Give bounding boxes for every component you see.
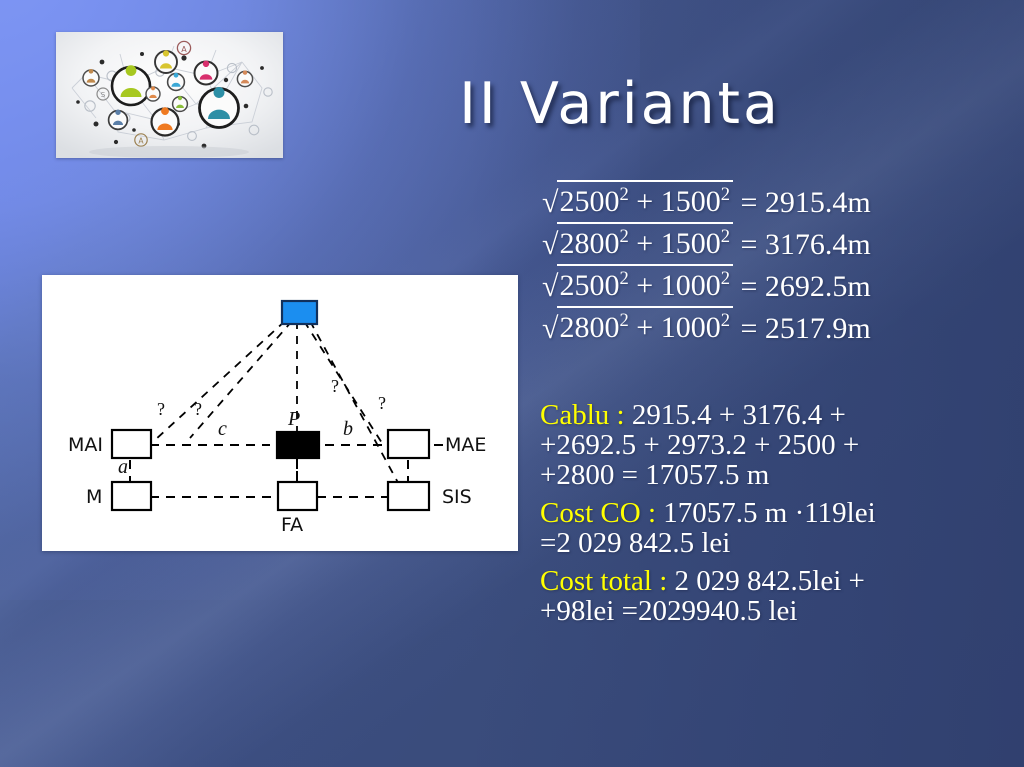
radical-sign: √ <box>542 312 559 345</box>
plus-sign: + <box>636 185 654 218</box>
cost-item-cost-co: Cost CO : 17057.5 m ·119lei =2 029 842.5… <box>540 498 1010 558</box>
svg-text:A: A <box>181 45 187 54</box>
radicand: 25002 + 10002 <box>557 264 733 306</box>
equation-result: 2517.9m <box>764 312 871 345</box>
unknown-label-1: ? <box>157 399 165 419</box>
equation-list: √25002 + 15002 = 2915.4m √28002 + 15002 … <box>540 180 1010 349</box>
cost-summary: Cablu : 2915.4 + 3176.4 + +2692.5 + 2973… <box>540 400 1010 634</box>
equals-sign: = <box>740 228 758 261</box>
node-label-m: M <box>86 486 102 508</box>
radicand-term-a: 2500 <box>559 185 620 218</box>
network-illustration-image: A A S <box>56 32 283 158</box>
equation-row: √25002 + 10002 = 2692.5m <box>540 264 1010 307</box>
plus-sign: + <box>636 311 654 344</box>
node-label-mae: MAE <box>445 434 486 456</box>
node-p <box>275 430 321 460</box>
radicand-term-b: 1500 <box>660 227 721 260</box>
cost-item-cost-total: Cost total : 2 029 842.5lei + +98lei =20… <box>540 566 1010 626</box>
node-mae <box>386 428 431 460</box>
network-topology-diagram: MAI P MAE M FA SIS a b c ? ? ? ? <box>42 275 518 551</box>
topology-graphic: MAI P MAE M FA SIS a b c ? ? ? ? <box>68 299 486 536</box>
node-label-fa: FA <box>281 514 303 536</box>
equation-row: √28002 + 10002 = 2517.9m <box>540 306 1010 349</box>
cost-label: Cost total : <box>540 565 668 597</box>
cost-value: 2 029 842.5lei + <box>674 565 865 597</box>
radical-sign: √ <box>542 228 559 261</box>
exponent: 2 <box>619 226 629 247</box>
exponent: 2 <box>720 310 730 331</box>
exponent: 2 <box>619 184 629 205</box>
radical-expression: √25002 + 15002 <box>540 180 733 223</box>
cost-label: Cablu : <box>540 399 625 431</box>
radicand-term-b: 1500 <box>660 185 721 218</box>
cost-item-cablu: Cablu : 2915.4 + 3176.4 + +2692.5 + 2973… <box>540 400 1010 490</box>
radicand-term-b: 1000 <box>660 269 721 302</box>
plus-sign: + <box>636 227 654 260</box>
cost-label: Cost CO : <box>540 497 657 529</box>
exponent: 2 <box>720 268 730 289</box>
node-label-p: P <box>287 408 300 430</box>
cost-line: =2 029 842.5 lei <box>540 527 731 559</box>
svg-text:A: A <box>138 136 144 145</box>
cost-value: 2915.4 + 3176.4 + <box>631 399 846 431</box>
cost-line: Cost total : 2 029 842.5lei + <box>540 566 1010 596</box>
ground-links <box>129 435 444 498</box>
edge-label-a: a <box>118 456 128 478</box>
node-satellite <box>280 299 319 326</box>
radicand-term-a: 2800 <box>559 227 620 260</box>
radicand: 28002 + 15002 <box>557 222 733 264</box>
equation-result: 2915.4m <box>764 186 871 219</box>
radical-expression: √28002 + 15002 <box>540 222 733 265</box>
cost-line: Cost CO : 17057.5 m ·119lei <box>540 498 1010 528</box>
radicand: 28002 + 10002 <box>557 306 733 348</box>
edge-label-b: b <box>343 418 353 440</box>
equals-sign: = <box>740 312 758 345</box>
radical-expression: √25002 + 10002 <box>540 264 733 307</box>
exponent: 2 <box>619 268 629 289</box>
exponent: 2 <box>720 226 730 247</box>
node-m <box>110 480 153 512</box>
satellite-links <box>154 320 403 491</box>
equals-sign: = <box>740 270 758 303</box>
radicand: 25002 + 15002 <box>557 180 733 222</box>
unknown-label-3: ? <box>331 376 339 396</box>
node-label-mai: MAI <box>68 434 103 456</box>
cost-line: +2692.5 + 2973.2 + 2500 + <box>540 429 860 461</box>
node-fa <box>276 480 319 512</box>
edge-label-c: c <box>218 418 227 440</box>
background-right-shade <box>464 0 1024 767</box>
node-mai <box>110 428 153 460</box>
radicand-term-b: 1000 <box>660 311 721 344</box>
slide-title: II Varianta <box>459 71 781 137</box>
plus-sign: + <box>636 269 654 302</box>
equation-result: 3176.4m <box>764 228 871 261</box>
exponent: 2 <box>720 184 730 205</box>
cost-line: +2800 = 17057.5 m <box>540 459 770 491</box>
equals-sign: = <box>740 186 758 219</box>
cost-line: Cablu : 2915.4 + 3176.4 + <box>540 400 1010 430</box>
radical-sign: √ <box>542 186 559 219</box>
node-label-sis: SIS <box>442 486 472 508</box>
equation-result: 2692.5m <box>764 270 871 303</box>
svg-text:S: S <box>101 90 106 99</box>
radical-expression: √28002 + 10002 <box>540 306 733 349</box>
unknown-label-2: ? <box>194 399 202 419</box>
radicand-term-a: 2800 <box>559 311 620 344</box>
unknown-label-4: ? <box>378 393 386 413</box>
cost-value: 17057.5 m ·119lei <box>663 497 876 529</box>
cost-line: +98lei =2029940.5 lei <box>540 595 798 627</box>
radicand-term-a: 2500 <box>559 269 620 302</box>
equation-row: √28002 + 15002 = 3176.4m <box>540 222 1010 265</box>
node-sis <box>386 480 431 512</box>
network-illustration-graphic: A A S <box>56 32 283 158</box>
radical-sign: √ <box>542 270 559 303</box>
equation-row: √25002 + 15002 = 2915.4m <box>540 180 1010 223</box>
exponent: 2 <box>619 310 629 331</box>
